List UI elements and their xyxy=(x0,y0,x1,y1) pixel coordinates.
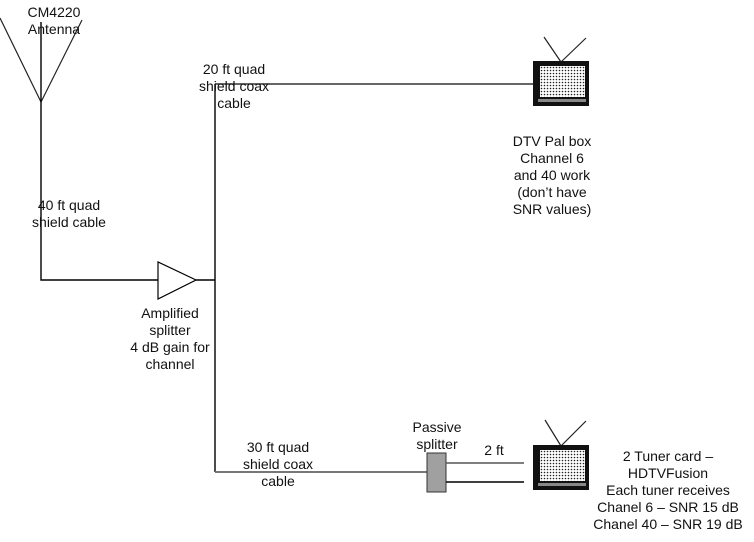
passive-splitter-label: Passive splitter xyxy=(412,419,462,452)
dtv-box-label: DTV Pal box Channel 6 and 40 work (don’t… xyxy=(512,133,592,217)
amplifier-label: Amplified splitter 4 dB gain for channel xyxy=(130,305,210,372)
antenna-label: CM4220 Antenna xyxy=(27,4,81,37)
cable-2ft-label: 2 ft xyxy=(484,442,504,458)
tv-icon xyxy=(533,419,589,490)
cable-40ft xyxy=(40,102,158,281)
antenna-icon xyxy=(0,17,83,103)
amplifier-triangle-icon xyxy=(157,261,198,300)
cable-30ft-label: 30 ft quad shield coax cable xyxy=(242,439,314,489)
cable-20ft-label: 20 ft quad shield coax cable xyxy=(198,61,270,111)
tv-icon xyxy=(533,36,589,106)
passive-splitter-icon xyxy=(426,452,447,493)
tuner-card-label: 2 Tuner card – HDTVFusion Each tuner rec… xyxy=(593,448,743,532)
cable-40ft-label: 40 ft quad shield cable xyxy=(32,197,106,230)
